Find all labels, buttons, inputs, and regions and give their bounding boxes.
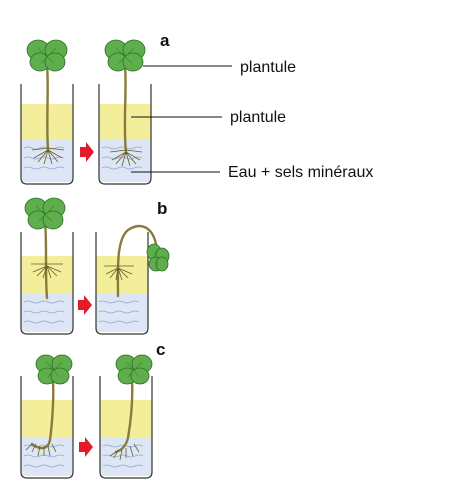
panel-letter-c: c <box>156 340 165 359</box>
beaker-outline <box>20 232 74 335</box>
beaker-outline <box>20 84 74 185</box>
water-layer <box>21 438 73 476</box>
beaker-a-after <box>98 39 152 185</box>
beaker-outline <box>20 376 74 479</box>
leaf-cluster <box>146 243 170 272</box>
roots <box>31 147 65 165</box>
beaker-b-after <box>95 224 170 335</box>
stem <box>116 224 158 298</box>
panel-letter-b: b <box>157 199 167 218</box>
leaf-cluster <box>35 354 73 385</box>
roots <box>25 443 57 457</box>
arrow-icon <box>80 142 94 162</box>
water-layer <box>96 294 148 332</box>
roots <box>104 265 134 281</box>
roots <box>109 149 143 167</box>
beaker-outline <box>98 84 152 185</box>
beaker-c-before <box>20 354 74 479</box>
beaker-a-before <box>20 39 74 185</box>
water-layer <box>21 294 73 332</box>
stem <box>114 378 134 454</box>
label-water-minerals: Eau + sels minéraux <box>228 164 373 181</box>
stem <box>45 62 50 152</box>
oil-layer <box>100 400 152 438</box>
panel-b: b <box>20 197 170 335</box>
leaf-cluster <box>26 39 68 72</box>
label-plantule-oil: plantule <box>230 109 286 126</box>
beaker-outline <box>99 376 153 479</box>
panel-c: c <box>20 340 165 479</box>
stem <box>123 62 128 154</box>
leaf-cluster <box>115 354 153 385</box>
roots <box>109 443 140 461</box>
leaf-cluster <box>104 39 146 72</box>
arrow-icon <box>79 437 93 457</box>
oil-layer <box>21 400 73 438</box>
panel-a: a <box>20 31 373 185</box>
panel-letter-a: a <box>160 31 170 50</box>
arrow-icon <box>78 295 92 315</box>
roots <box>31 263 63 279</box>
beaker-outline <box>95 232 149 335</box>
stem <box>30 378 55 450</box>
stem <box>43 220 49 300</box>
beaker-c-after <box>99 354 153 479</box>
beaker-b-before <box>20 197 74 335</box>
label-plantule-leaf: plantule <box>240 59 296 76</box>
oil-layer <box>96 256 148 294</box>
leaf-cluster <box>24 197 66 230</box>
